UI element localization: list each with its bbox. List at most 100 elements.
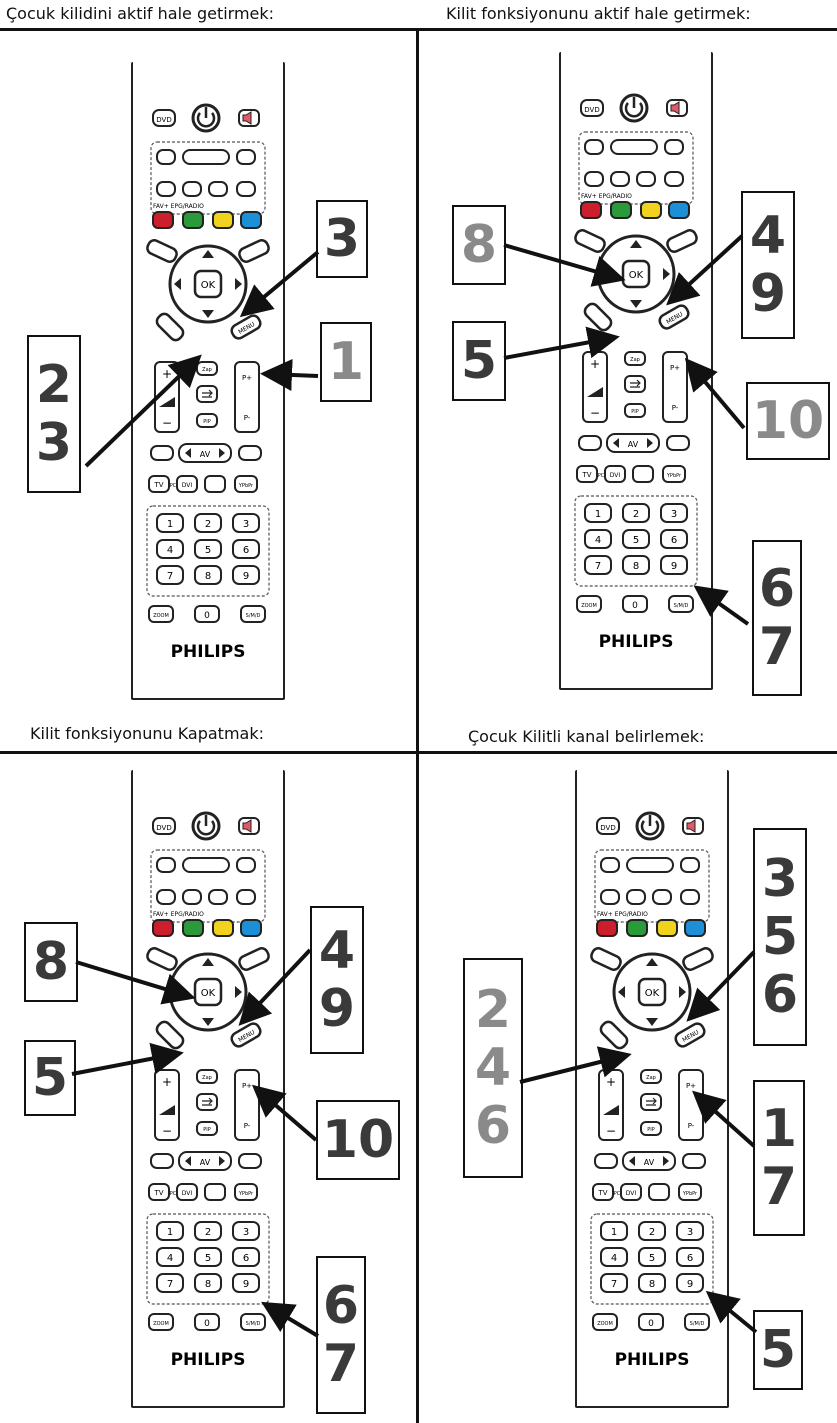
digit-8-button[interactable]: 8 bbox=[194, 565, 222, 585]
info-icon[interactable] bbox=[237, 238, 270, 263]
av-row[interactable]: AV bbox=[150, 443, 262, 463]
digit-1-button[interactable]: 1 bbox=[584, 503, 612, 523]
swap-icon[interactable] bbox=[624, 375, 646, 393]
digit-6-button[interactable]: 6 bbox=[660, 529, 688, 549]
teletext-icon[interactable] bbox=[145, 238, 178, 263]
dvd-menu-button[interactable] bbox=[154, 1019, 185, 1050]
color-keys[interactable] bbox=[580, 201, 690, 219]
teletext-buttons[interactable] bbox=[600, 857, 700, 905]
zoom-button[interactable]: ZOOM bbox=[148, 605, 174, 623]
zap-button[interactable]: Zap bbox=[640, 1069, 662, 1084]
teletext-buttons[interactable] bbox=[156, 857, 256, 905]
menu-button[interactable]: MENU bbox=[230, 1021, 263, 1048]
info-icon[interactable] bbox=[237, 946, 270, 971]
digit-5-button[interactable]: 5 bbox=[638, 1247, 666, 1267]
zoom-button[interactable]: ZOOM bbox=[592, 1313, 618, 1331]
arrow-up-icon[interactable] bbox=[202, 250, 214, 258]
dvd-menu-button[interactable] bbox=[598, 1019, 629, 1050]
digit-3-button[interactable]: 3 bbox=[676, 1221, 704, 1241]
source-row[interactable]: TV PC DVI YPbPr bbox=[576, 465, 686, 483]
arrow-up-icon[interactable] bbox=[646, 958, 658, 966]
arrow-up-icon[interactable] bbox=[630, 240, 642, 248]
digit-7-button[interactable]: 7 bbox=[600, 1273, 628, 1293]
av-row[interactable]: AV bbox=[150, 1151, 262, 1171]
dvd-button[interactable]: DVD bbox=[152, 109, 176, 127]
power-button[interactable] bbox=[191, 103, 221, 133]
swap-icon[interactable] bbox=[640, 1093, 662, 1111]
pip-icon[interactable]: PIP bbox=[196, 413, 218, 428]
digit-0-button[interactable]: 0 bbox=[194, 1313, 220, 1331]
mute-button[interactable] bbox=[682, 817, 704, 835]
digit-2-button[interactable]: 2 bbox=[194, 513, 222, 533]
digit-8-button[interactable]: 8 bbox=[638, 1273, 666, 1293]
teletext-buttons[interactable] bbox=[584, 139, 684, 187]
dvd-button[interactable]: DVD bbox=[580, 99, 604, 117]
digit-9-button[interactable]: 9 bbox=[232, 565, 260, 585]
menu-button[interactable]: MENU bbox=[230, 313, 263, 340]
digit-9-button[interactable]: 9 bbox=[660, 555, 688, 575]
teletext-icon[interactable] bbox=[145, 946, 178, 971]
digit-7-button[interactable]: 7 bbox=[156, 565, 184, 585]
arrow-right-icon[interactable] bbox=[235, 278, 242, 290]
arrow-right-icon[interactable] bbox=[679, 986, 686, 998]
zap-button[interactable]: Zap bbox=[196, 361, 218, 376]
digit-4-button[interactable]: 4 bbox=[584, 529, 612, 549]
programme-rocker[interactable]: P+ P- bbox=[678, 1069, 704, 1141]
digit-6-button[interactable]: 6 bbox=[232, 539, 260, 559]
navigation-ring[interactable]: OK bbox=[168, 244, 248, 324]
teletext-buttons[interactable] bbox=[156, 149, 256, 197]
zoom-button[interactable]: ZOOM bbox=[576, 595, 602, 613]
navigation-ring[interactable]: OK bbox=[168, 952, 248, 1032]
info-icon[interactable] bbox=[681, 946, 714, 971]
power-button[interactable] bbox=[619, 93, 649, 123]
pip-icon[interactable]: PIP bbox=[196, 1121, 218, 1136]
digit-4-button[interactable]: 4 bbox=[600, 1247, 628, 1267]
pip-icon[interactable]: PIP bbox=[624, 403, 646, 418]
info-icon[interactable] bbox=[665, 228, 698, 253]
av-row[interactable]: AV bbox=[594, 1151, 706, 1171]
teletext-icon[interactable] bbox=[573, 228, 606, 253]
mute-button[interactable] bbox=[666, 99, 688, 117]
digit-0-button[interactable]: 0 bbox=[622, 595, 648, 613]
color-keys[interactable] bbox=[596, 919, 706, 937]
digit-4-button[interactable]: 4 bbox=[156, 539, 184, 559]
arrow-down-icon[interactable] bbox=[646, 1018, 658, 1026]
digit-2-button[interactable]: 2 bbox=[638, 1221, 666, 1241]
programme-rocker[interactable]: P+ P- bbox=[234, 1069, 260, 1141]
volume-rocker[interactable]: + − bbox=[598, 1069, 624, 1141]
digit-0-button[interactable]: 0 bbox=[194, 605, 220, 623]
teletext-icon[interactable] bbox=[589, 946, 622, 971]
digit-6-button[interactable]: 6 bbox=[676, 1247, 704, 1267]
digit-3-button[interactable]: 3 bbox=[660, 503, 688, 523]
digit-5-button[interactable]: 5 bbox=[194, 539, 222, 559]
source-row[interactable]: TV PC DVI YPbPr bbox=[148, 1183, 258, 1201]
ok-button[interactable]: OK bbox=[621, 259, 651, 289]
digit-3-button[interactable]: 3 bbox=[232, 1221, 260, 1241]
smd-button[interactable]: S/M/D bbox=[240, 605, 266, 623]
zap-button[interactable]: Zap bbox=[624, 351, 646, 366]
source-row[interactable]: TV PC DVI YPbPr bbox=[592, 1183, 702, 1201]
volume-rocker[interactable]: + − bbox=[154, 1069, 180, 1141]
arrow-down-icon[interactable] bbox=[202, 310, 214, 318]
arrow-left-icon[interactable] bbox=[174, 278, 181, 290]
digit-1-button[interactable]: 1 bbox=[156, 1221, 184, 1241]
digit-5-button[interactable]: 5 bbox=[622, 529, 650, 549]
power-button[interactable] bbox=[635, 811, 665, 841]
digit-9-button[interactable]: 9 bbox=[232, 1273, 260, 1293]
color-keys[interactable] bbox=[152, 919, 262, 937]
programme-rocker[interactable]: P+ P- bbox=[662, 351, 688, 423]
mute-button[interactable] bbox=[238, 109, 260, 127]
ok-button[interactable]: OK bbox=[193, 269, 223, 299]
digit-5-button[interactable]: 5 bbox=[194, 1247, 222, 1267]
digit-6-button[interactable]: 6 bbox=[232, 1247, 260, 1267]
digit-3-button[interactable]: 3 bbox=[232, 513, 260, 533]
arrow-down-icon[interactable] bbox=[630, 300, 642, 308]
navigation-ring[interactable]: OK bbox=[612, 952, 692, 1032]
digit-2-button[interactable]: 2 bbox=[622, 503, 650, 523]
power-button[interactable] bbox=[191, 811, 221, 841]
volume-rocker[interactable]: + − bbox=[582, 351, 608, 423]
zoom-button[interactable]: ZOOM bbox=[148, 1313, 174, 1331]
